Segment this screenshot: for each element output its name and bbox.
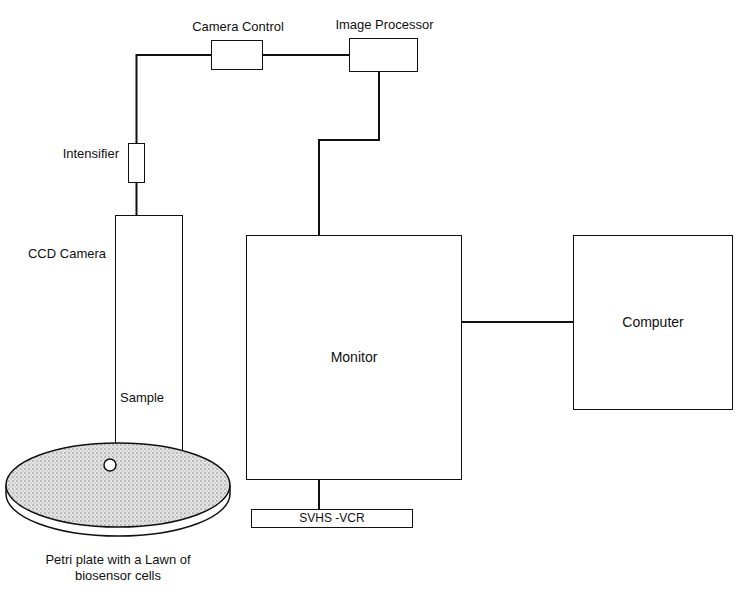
node-label: Computer (622, 314, 683, 331)
petri-dish-outline (4, 440, 232, 540)
intensifier-box: Intensifier (128, 143, 145, 183)
node-label: Petri plate with a Lawn of biosensor cel… (29, 552, 207, 584)
computer-box: Computer (573, 235, 733, 410)
sample-spot (104, 459, 116, 471)
node-label: Image Processor (335, 17, 433, 33)
cable-line (318, 480, 320, 509)
node-label: SVHS -VCR (299, 511, 364, 526)
cable-line (136, 183, 138, 215)
petri-plate: Petri plate with a Lawn of biosensor cel… (4, 440, 232, 540)
monitor-box: Monitor (246, 235, 462, 480)
cable-line (263, 54, 349, 56)
cable-line (319, 72, 379, 235)
sample-label: Sample (120, 390, 164, 406)
cable-line (137, 55, 212, 143)
node-label: Intensifier (63, 146, 119, 162)
control-box: Camera Control (211, 40, 263, 70)
node-label: Camera Control (192, 19, 284, 35)
cable-line (462, 321, 573, 323)
node-label: Monitor (331, 349, 378, 366)
processor-box: Image Processor (349, 38, 418, 72)
node-label: CCD Camera (28, 246, 106, 262)
vcr-box: SVHS -VCR (251, 509, 413, 528)
